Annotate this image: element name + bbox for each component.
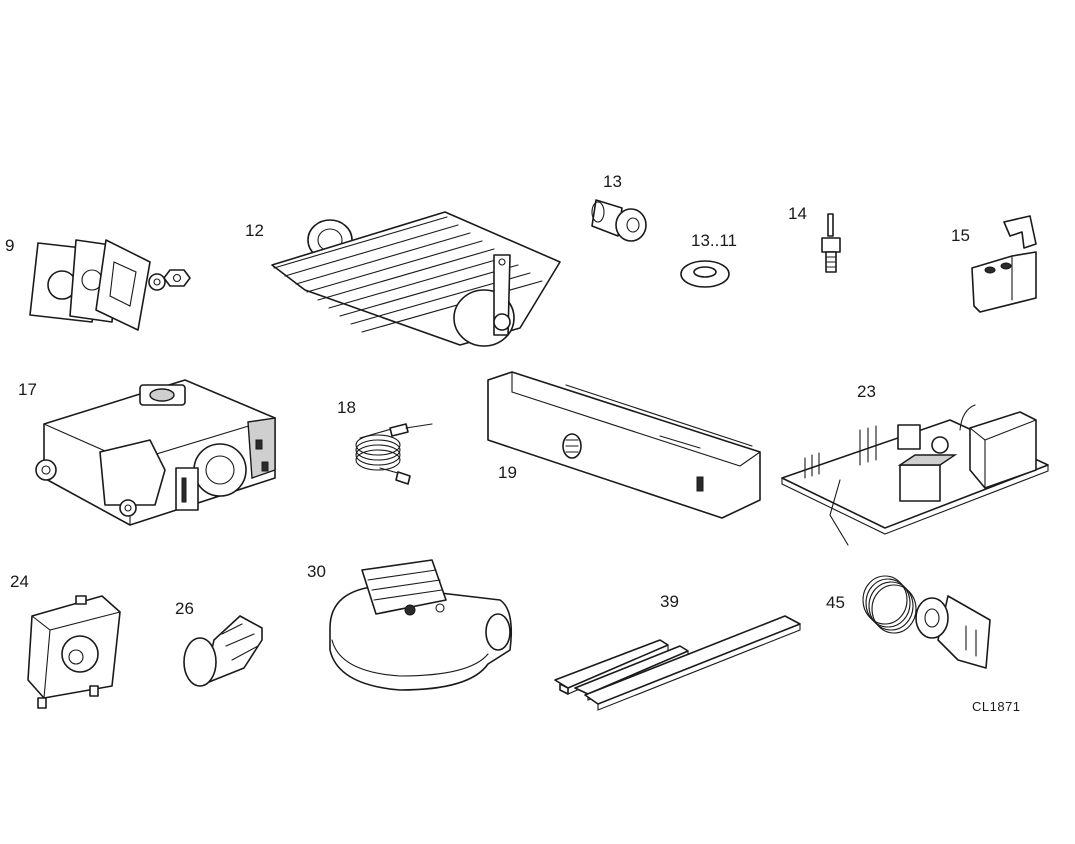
part-label-39: 39 — [660, 592, 679, 611]
part-label-26: 26 — [175, 599, 194, 618]
part-label-18: 18 — [337, 398, 356, 417]
part-label-12: 12 — [245, 221, 264, 240]
part-label-13: 13 — [603, 172, 622, 191]
burner-bar-assembly-icon — [271, 211, 561, 347]
part-label-23: 23 — [857, 382, 876, 401]
part-label-9: 9 — [5, 236, 15, 255]
connector-block-icon — [971, 215, 1037, 313]
part-label-24: 24 — [10, 572, 29, 591]
washer-icon — [680, 260, 730, 288]
fan-assembly-icon — [329, 559, 513, 691]
part-label-14: 14 — [788, 204, 807, 223]
insulation-strips-icon — [554, 615, 801, 711]
gasket-seal-set-icon — [29, 239, 191, 331]
electrode-icon — [821, 213, 841, 273]
part-label-17: 17 — [18, 380, 37, 399]
part-label-30: 30 — [307, 562, 326, 581]
pressure-switch-icon — [27, 595, 121, 709]
gas-valve-icon — [35, 379, 276, 526]
control-bracket-icon — [487, 371, 761, 519]
thermostat-capillary-icon — [862, 575, 991, 669]
part-label-45: 45 — [826, 593, 845, 612]
part-label-13-11: 13..11 — [691, 231, 738, 250]
drawing-reference: CL1871 — [972, 699, 1021, 714]
control-knob-icon — [183, 615, 263, 687]
thermocouple-icon — [355, 423, 433, 485]
pcb-icon — [781, 404, 1049, 546]
injector-icon — [591, 199, 647, 242]
part-label-19: 19 — [498, 463, 517, 482]
part-label-15: 15 — [951, 226, 970, 245]
